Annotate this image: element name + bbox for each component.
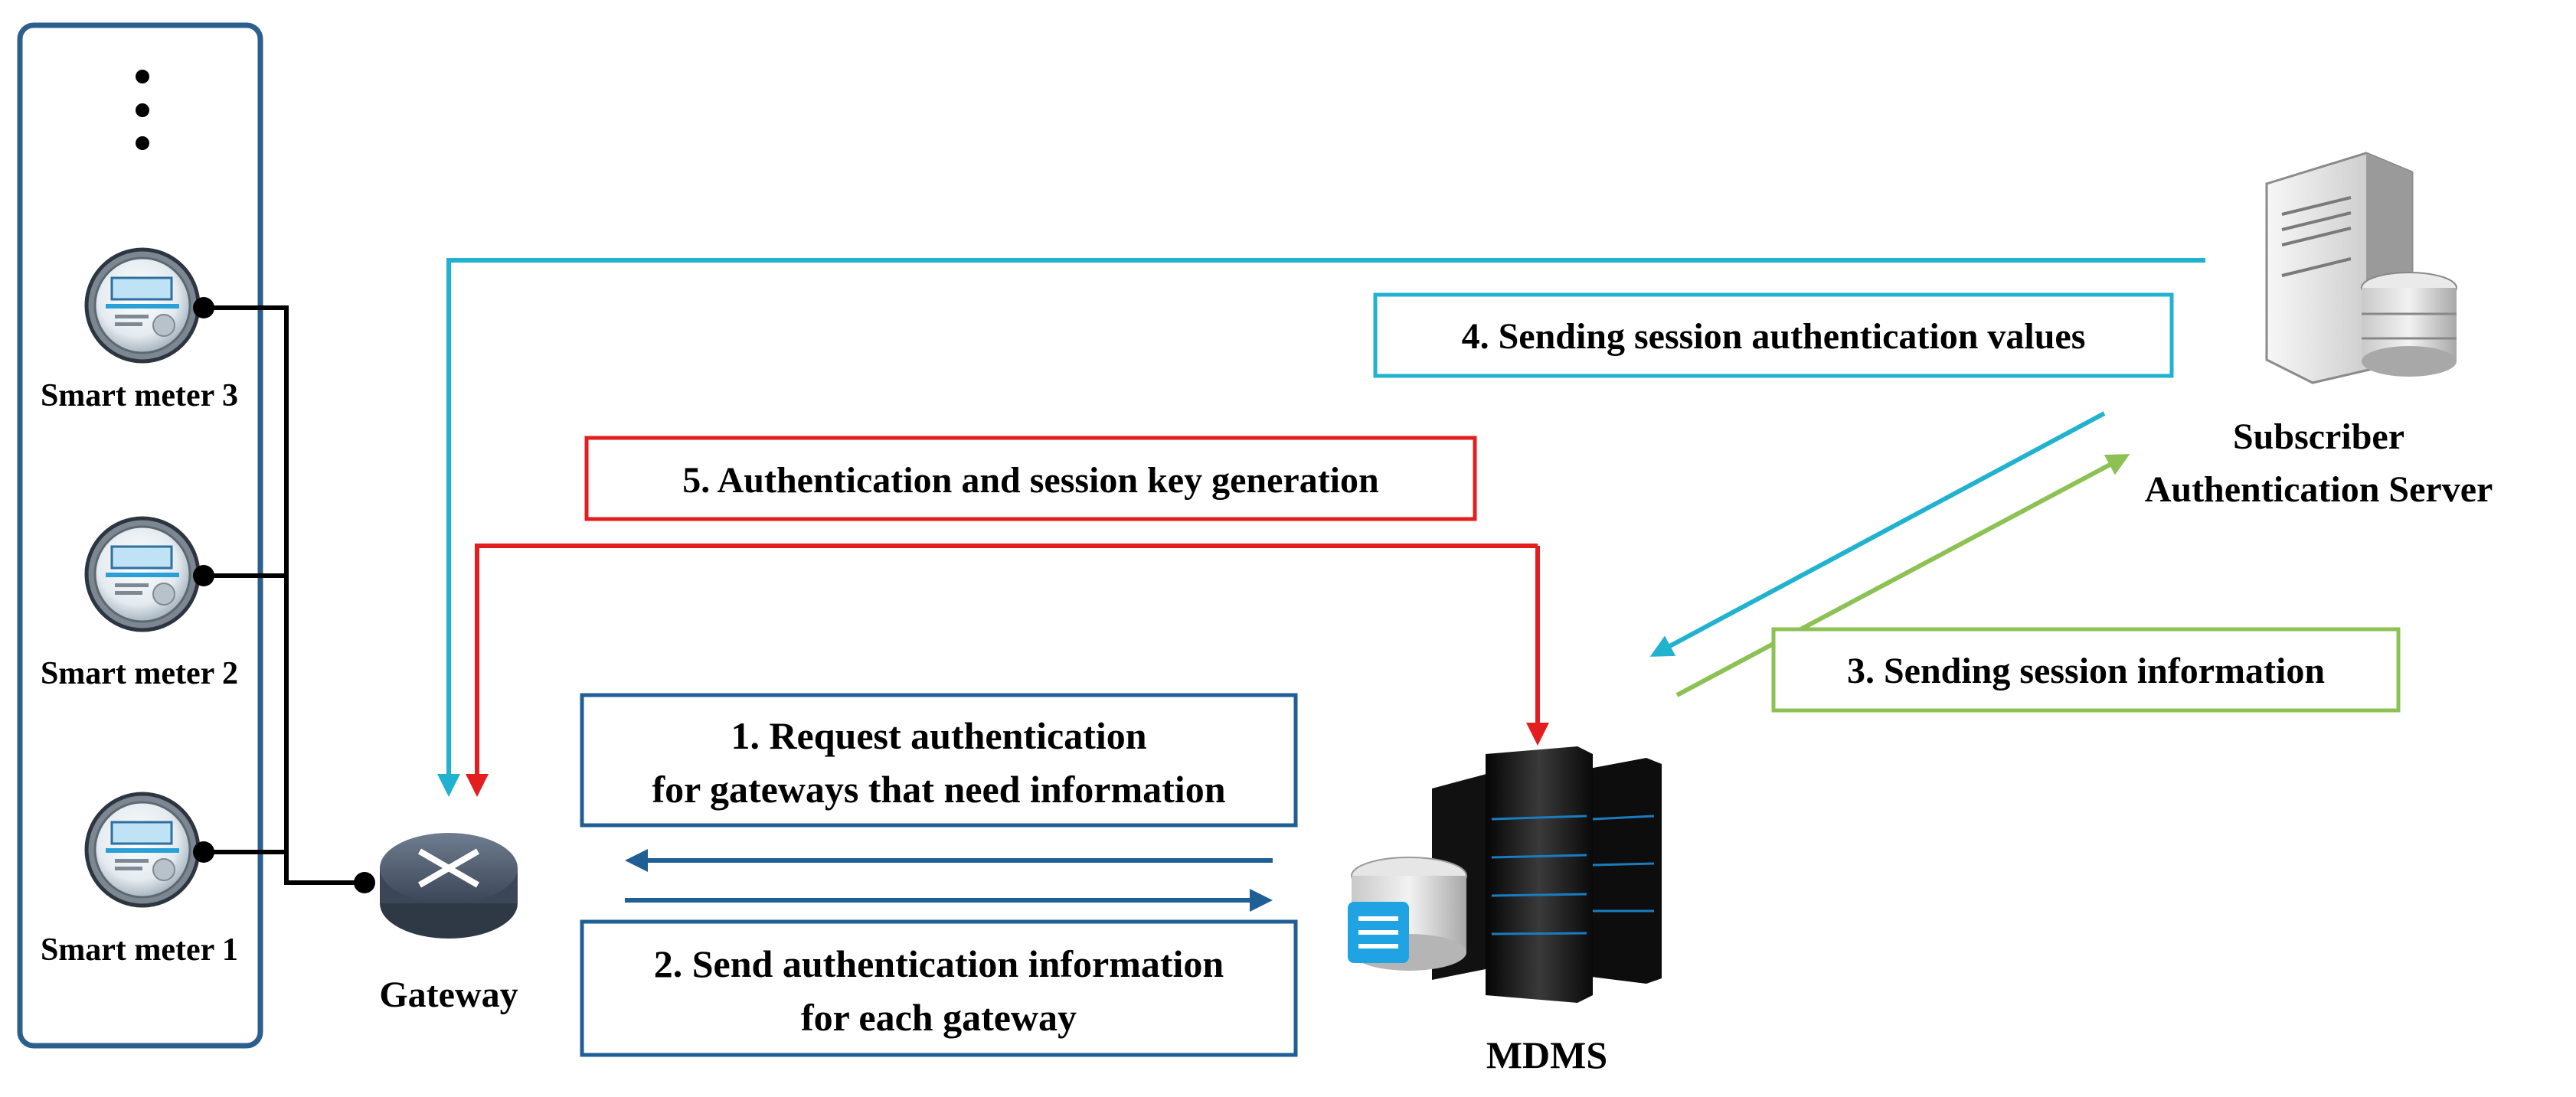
server-database-icon [2265, 152, 2457, 384]
smart-meter-1-label: Smart meter 1 [41, 932, 238, 968]
step4-arrow-to-gateway [437, 258, 2205, 797]
wire-node-dots [193, 297, 375, 893]
step2-text-line1: 2. Send authentication information [654, 942, 1224, 985]
smart-meter-1-icon [87, 794, 198, 906]
step3-box [1771, 627, 2401, 713]
step2-box [580, 919, 1298, 1057]
step1-text-line2: for gateways that need information [652, 768, 1226, 811]
step5-arrow-to-gateway [466, 544, 1538, 797]
step4-arrow-to-mdms [1649, 411, 2106, 657]
step2-text-line2: for each gateway [801, 996, 1077, 1039]
gateway-label: Gateway [379, 975, 518, 1015]
ellipsis-icon [136, 70, 149, 150]
step3-arrow [1675, 454, 2130, 697]
auth-server-label-line1: Subscriber [2233, 416, 2404, 457]
router-icon [380, 833, 518, 939]
step4-text: 4. Sending session authentication values [1462, 316, 2086, 357]
mdms-label: MDMS [1486, 1033, 1607, 1076]
auth-server-label-line2: Authentication Server [2145, 469, 2493, 510]
step3-text: 3. Sending session information [1847, 651, 2325, 691]
server-rack-icon [1348, 746, 1662, 1003]
step4-box [1373, 292, 2174, 378]
smart-meter-3-label: Smart meter 3 [41, 378, 238, 413]
step1-box [580, 693, 1298, 828]
step1-text-line1: 1. Request authentication [731, 714, 1146, 757]
step5-text: 5. Authentication and session key genera… [682, 460, 1378, 501]
smart-meter-2-label: Smart meter 2 [41, 656, 238, 691]
meter-wiring [204, 305, 364, 885]
smart-meter-2-icon [87, 518, 198, 630]
step5-box [584, 436, 1477, 521]
smart-meter-group-frame [17, 22, 263, 1049]
smart-meter-3-icon [87, 250, 198, 361]
